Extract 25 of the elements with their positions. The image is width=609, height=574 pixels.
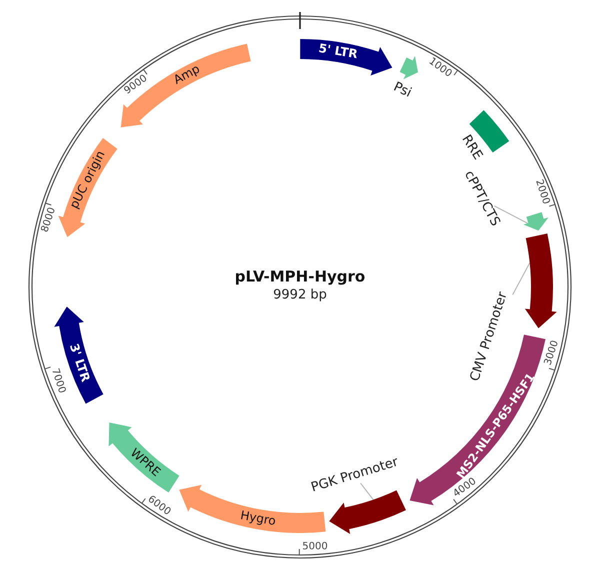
- feature-label: Hygro: [239, 509, 277, 530]
- feature-segment: [108, 422, 180, 493]
- feature-label: Psi: [390, 80, 414, 102]
- feature-segment: [524, 233, 557, 329]
- map-title: pLV-MPH-Hygro: [234, 268, 366, 286]
- position-label: 5000: [302, 540, 328, 552]
- position-label: 8000: [39, 206, 58, 234]
- position-label: 2000: [532, 178, 552, 206]
- feature-segment: [54, 306, 104, 404]
- leader-line: [360, 482, 374, 500]
- leader-line: [494, 205, 529, 224]
- position-label: 7000: [48, 367, 67, 395]
- feature-segment: [523, 212, 549, 231]
- position-label: 3000: [542, 339, 561, 367]
- feature-label: 3' LTR: [66, 342, 92, 384]
- feature-segment: [329, 490, 406, 534]
- feature-segment: [300, 39, 393, 76]
- feature-label: Amp: [171, 62, 202, 88]
- feature-segment: [58, 138, 118, 238]
- sequence-length: 9992 bp: [273, 288, 327, 304]
- feature-segment: [399, 56, 419, 80]
- feature-label: pUC origin: [67, 148, 108, 211]
- feature-label: 5' LTR: [318, 42, 359, 62]
- feature-segment: [120, 43, 251, 128]
- leader-line: [512, 262, 530, 296]
